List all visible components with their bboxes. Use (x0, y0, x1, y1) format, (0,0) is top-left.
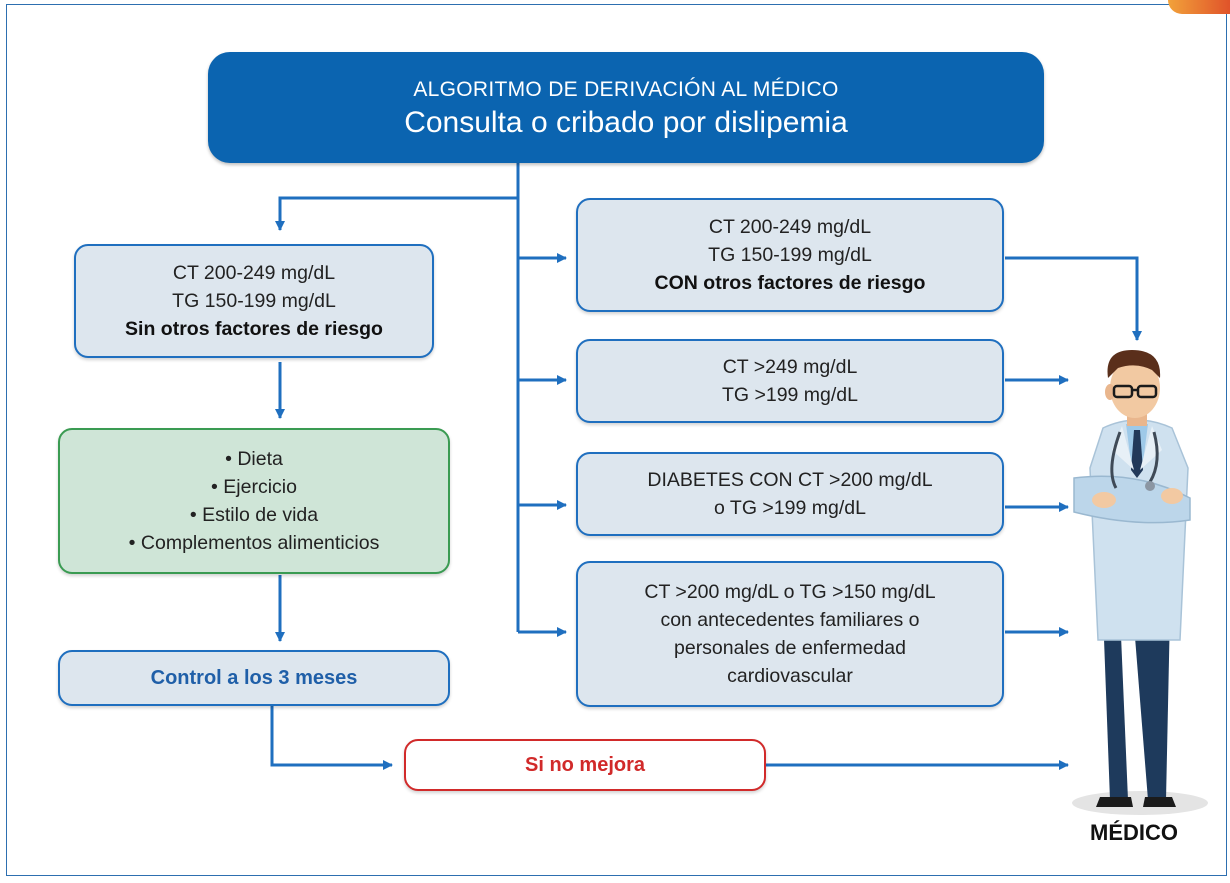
header-title: ALGORITMO DE DERIVACIÓN AL MÉDICO (413, 78, 839, 101)
doctor-illustration-icon (1072, 350, 1208, 815)
right-criteria-4-line: cardiovascular (727, 665, 853, 687)
doctor-label: MÉDICO (1090, 820, 1178, 845)
measure-item: • Estilo de vida (189, 504, 319, 526)
control-label: Control a los 3 meses (150, 667, 358, 689)
right-criteria-1-risk: CON otros factores de riesgo (654, 272, 926, 294)
right-criteria-4-line: personales de enfermedad (674, 637, 906, 659)
right-criteria-2-ct: CT >249 mg/dL (722, 356, 858, 378)
measure-item: • Dieta (225, 448, 283, 470)
right-criteria-box-4: CT >200 mg/dL o TG >150 mg/dL con antece… (576, 561, 1004, 707)
arrow-to-left-box (275, 196, 518, 231)
algorithm-header: ALGORITMO DE DERIVACIÓN AL MÉDICO Consul… (208, 52, 1044, 163)
right-criteria-1-tg: TG 150-199 mg/dL (708, 244, 872, 266)
measure-item: • Complementos alimenticios (128, 532, 380, 554)
right-criteria-4-line: CT >200 mg/dL o TG >150 mg/dL (644, 581, 936, 603)
right-criteria-1-ct: CT 200-249 mg/dL (708, 216, 872, 238)
corner-accent (1168, 0, 1230, 14)
no-improve-box: Si no mejora (404, 739, 766, 791)
measures-box: • Dieta • Ejercicio • Estilo de vida • C… (58, 428, 450, 574)
right-criteria-3-tg: o TG >199 mg/dL (714, 497, 866, 519)
right-criteria-box-1: CT 200-249 mg/dL TG 150-199 mg/dL CON ot… (576, 198, 1004, 312)
header-subtitle: Consulta o cribado por dislipemia (404, 106, 848, 139)
right-criteria-box-2: CT >249 mg/dL TG >199 mg/dL (576, 339, 1004, 423)
no-improve-label: Si no mejora (524, 754, 646, 776)
right-criteria-4-line: con antecedentes familiares o (660, 609, 920, 631)
left-criteria-ct: CT 200-249 mg/dL (172, 262, 336, 284)
right-criteria-box-3: DIABETES CON CT >200 mg/dL o TG >199 mg/… (576, 452, 1004, 536)
arrow-right-box-1-to-doctor (1005, 256, 1142, 341)
arrow-to-no-improve (270, 706, 393, 770)
right-criteria-2-tg: TG >199 mg/dL (721, 384, 859, 406)
control-box: Control a los 3 meses (58, 650, 450, 706)
measure-item: • Ejercicio (211, 476, 297, 498)
right-criteria-3-diabetes: DIABETES CON CT >200 mg/dL (647, 469, 933, 491)
left-criteria-tg: TG 150-199 mg/dL (172, 290, 336, 312)
left-criteria-risk: Sin otros factores de riesgo (125, 318, 383, 340)
left-criteria-box: CT 200-249 mg/dL TG 150-199 mg/dL Sin ot… (74, 244, 434, 358)
